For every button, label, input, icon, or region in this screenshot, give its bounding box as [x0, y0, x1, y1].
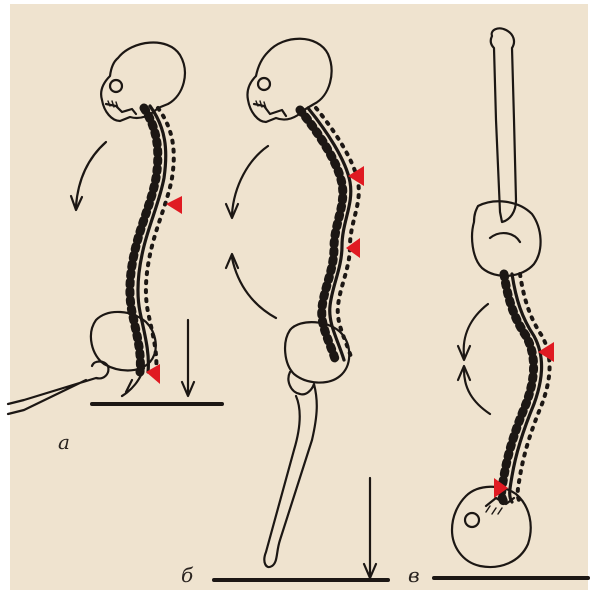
panel-a-label: а — [58, 430, 70, 454]
panel-c-label: в — [408, 563, 420, 587]
panel-b-label: б — [181, 563, 193, 587]
